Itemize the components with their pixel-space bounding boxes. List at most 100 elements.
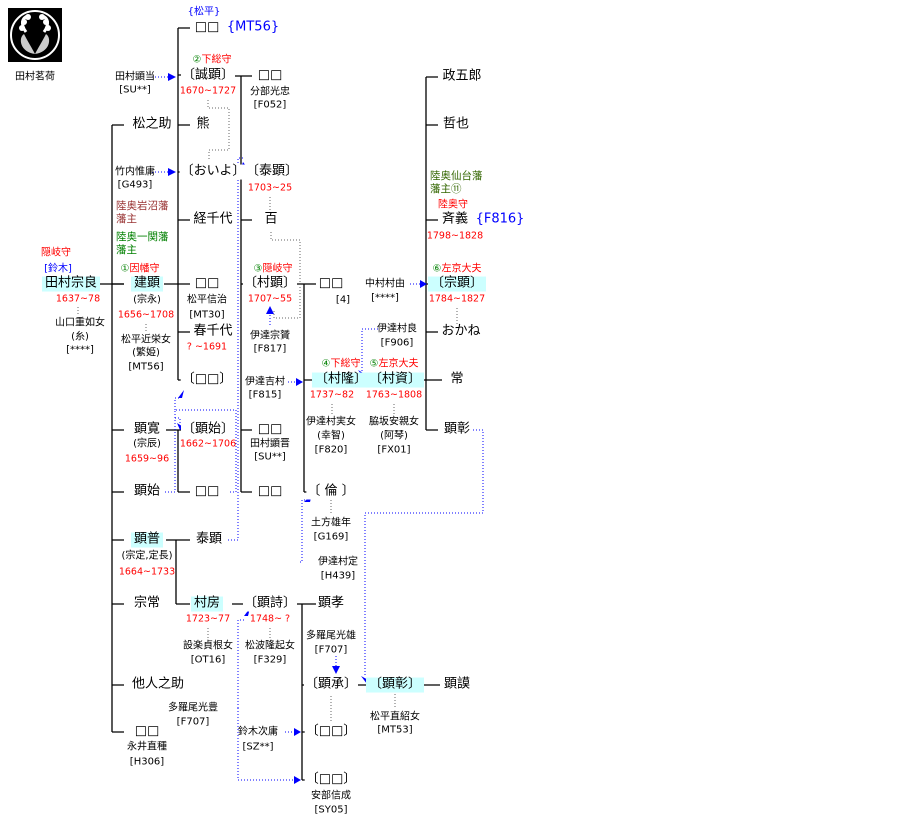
- ref-code[interactable]: [G169]: [313, 531, 349, 543]
- ref-code[interactable]: [****]: [371, 292, 399, 304]
- ref-code[interactable]: [OT16]: [190, 654, 226, 666]
- person[interactable]: □□: [193, 483, 221, 500]
- title-text: 隠岐守: [262, 263, 293, 275]
- ref-code[interactable]: [****]: [66, 344, 94, 356]
- person[interactable]: 斉義: [440, 211, 470, 228]
- person[interactable]: 〔□□〕: [304, 723, 358, 740]
- person[interactable]: 常: [449, 371, 465, 388]
- life-dates: 1748~ ?: [249, 613, 291, 625]
- ref-code[interactable]: [F052]: [253, 99, 287, 111]
- person[interactable]: 顕孝: [316, 595, 346, 612]
- person[interactable]: 顕彰: [442, 421, 472, 438]
- person[interactable]: 顕寛: [132, 421, 162, 438]
- person-head[interactable]: 村房: [190, 596, 224, 612]
- person[interactable]: □□: [193, 275, 221, 292]
- ref-code[interactable]: [MT56]: [128, 361, 164, 373]
- person[interactable]: 顕始: [132, 483, 162, 500]
- ref-code[interactable]: [F817]: [253, 343, 287, 355]
- spouse-name: 脇坂安親女: [369, 416, 419, 428]
- person[interactable]: □□: [193, 19, 221, 36]
- person[interactable]: 宗常: [132, 595, 162, 612]
- ref-code[interactable]: [F820]: [314, 444, 348, 456]
- person[interactable]: 〔おいよ〕: [179, 163, 247, 180]
- person[interactable]: 〔顕始〕: [180, 421, 236, 438]
- ref-code[interactable]: [SU**]: [119, 84, 151, 96]
- parent-name: 多羅尾光雄: [306, 630, 356, 642]
- person[interactable]: 〔顕詩〕: [242, 595, 298, 612]
- ref-code[interactable]: [H439]: [320, 570, 356, 582]
- person[interactable]: □□: [317, 275, 345, 292]
- person[interactable]: 〔顕承〕: [303, 676, 359, 693]
- rank-marker: ①: [120, 263, 130, 275]
- person-head[interactable]: 〔顕彰〕: [365, 677, 425, 693]
- person[interactable]: 泰顕: [194, 531, 224, 548]
- ref-code[interactable]: [SY05]: [314, 804, 348, 816]
- person[interactable]: 顕謨: [442, 676, 472, 693]
- life-dates: 1664~1733: [118, 566, 176, 578]
- title-label: ④下総守: [322, 358, 361, 370]
- person-head[interactable]: 田村宗良: [41, 276, 101, 292]
- ref-code[interactable]: [F707]: [314, 644, 348, 656]
- person[interactable]: 〔 倫 〕: [306, 483, 356, 500]
- person[interactable]: 他人之助: [130, 676, 186, 693]
- parent-name: 竹内惟庸: [115, 166, 155, 178]
- ref-link[interactable]: {F816}: [475, 211, 525, 227]
- person[interactable]: 〔誠顕〕: [180, 67, 236, 84]
- life-dates: 1723~77: [185, 613, 231, 625]
- ref-code[interactable]: [MT53]: [377, 724, 413, 736]
- title-label: ③隠岐守: [254, 263, 293, 275]
- ref-code[interactable]: [F329]: [253, 654, 287, 666]
- person[interactable]: 〔□□〕: [304, 771, 358, 788]
- person[interactable]: 熊: [195, 116, 211, 133]
- domain-label: 藩主⑪: [430, 182, 462, 195]
- person[interactable]: 松之助: [131, 116, 173, 133]
- ref-code[interactable]: [MT30]: [189, 309, 225, 321]
- parent-name: 中村村由: [365, 278, 405, 290]
- person[interactable]: □□: [256, 483, 284, 500]
- spouse-name: 安部信成: [311, 790, 351, 802]
- ref-code[interactable]: [FX01]: [377, 444, 411, 456]
- ref-code[interactable]: [SZ**]: [242, 741, 274, 753]
- clan-label: [鈴木]: [44, 263, 72, 275]
- person[interactable]: 哲也: [441, 116, 471, 133]
- ref-code[interactable]: [H306]: [129, 756, 165, 768]
- ref-code[interactable]: [G493]: [117, 179, 153, 191]
- ref-code[interactable]: [SU**]: [254, 451, 286, 463]
- person-head[interactable]: 〔宗顕〕: [427, 276, 487, 292]
- ref-code[interactable]: [F906]: [380, 337, 414, 349]
- spouse-name: 分部光忠: [250, 86, 290, 98]
- person[interactable]: 〔泰顕〕: [244, 163, 300, 180]
- person[interactable]: □□: [133, 723, 161, 740]
- life-dates: 1637~78: [55, 293, 101, 305]
- ref-code[interactable]: [F707]: [176, 716, 210, 728]
- spouse-name: 伊達村実女: [306, 416, 356, 428]
- ref-link[interactable]: {MT56}: [226, 19, 280, 35]
- ref-code[interactable]: [F815]: [248, 389, 282, 401]
- person-head[interactable]: 〔村資〕: [365, 372, 425, 388]
- person[interactable]: 百: [263, 211, 279, 228]
- person-head[interactable]: 建顕: [130, 276, 164, 292]
- life-dates: 1798~1828: [426, 230, 484, 242]
- domain-label: 藩主: [116, 243, 137, 256]
- person[interactable]: 春千代: [192, 323, 234, 340]
- person[interactable]: □□: [256, 421, 284, 438]
- person-head[interactable]: 〔村隆〕: [311, 372, 371, 388]
- alias: (宗辰): [133, 438, 161, 450]
- parent-name: 多羅尾光豊: [168, 702, 218, 714]
- person[interactable]: おかね: [440, 323, 482, 340]
- title-label: ⑥左京大夫: [433, 263, 482, 275]
- spouse-name: 田村顕晋: [250, 438, 290, 450]
- person[interactable]: 〔村顕〕: [242, 275, 298, 292]
- person[interactable]: 経千代: [192, 211, 234, 228]
- life-dates: 1670~1727: [179, 85, 237, 97]
- crest-label: 田村茗荷: [15, 71, 55, 83]
- person[interactable]: 政五郎: [441, 68, 483, 85]
- ref-code[interactable]: [4]: [335, 294, 351, 306]
- rank-marker: ④: [321, 358, 331, 370]
- person-head[interactable]: 顕普: [130, 532, 164, 548]
- spouse-name: 松平近栄女: [121, 334, 171, 346]
- person[interactable]: 〔□□〕: [180, 371, 234, 388]
- person[interactable]: □□: [256, 67, 284, 84]
- life-dates: 1662~1706: [179, 438, 237, 450]
